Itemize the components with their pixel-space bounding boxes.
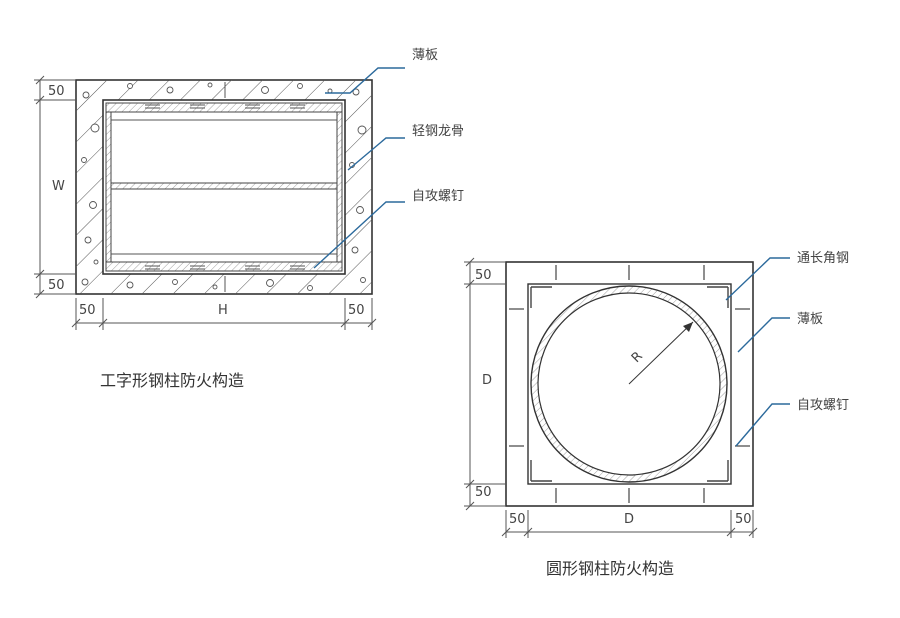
filler-dot xyxy=(126,281,134,289)
callout-light-steel-keel: 轻钢龙骨 xyxy=(412,124,464,139)
round-column-dimensions: 50 D 50 50 D 50 xyxy=(464,257,758,538)
round-dim-top: 50 xyxy=(475,268,492,283)
round-dim-d-bottom: D xyxy=(624,512,634,527)
i-column-filler-dots xyxy=(81,82,367,291)
filler-dot xyxy=(81,278,89,286)
filler-dot xyxy=(166,86,174,94)
filler-dot xyxy=(261,86,269,94)
filler-dot xyxy=(127,83,133,89)
round-column-caption: 圆形钢柱防火构造 xyxy=(546,559,674,578)
round-dim-b-right: 50 xyxy=(735,512,752,527)
callout-thin-board: 薄板 xyxy=(412,48,438,63)
filler-dot xyxy=(207,82,213,88)
i-column-caption: 工字形钢柱防火构造 xyxy=(100,371,244,390)
i-dim-bottom: 50 xyxy=(48,278,65,293)
i-dim-h: H xyxy=(218,303,228,318)
i-column-diagram: 50 W 50 50 H 50 薄板 轻钢龙骨 自攻螺钉 工字形钢柱防火构造 xyxy=(34,48,464,390)
i-column-screw-marks xyxy=(145,82,305,292)
filler-dot xyxy=(172,279,178,285)
round-column-screw-marks xyxy=(509,265,750,503)
filler-dot xyxy=(307,285,313,291)
filler-dot xyxy=(90,123,100,133)
round-dim-d-left: D xyxy=(482,373,492,388)
round-column-diagram: R 50 D 50 xyxy=(464,251,849,578)
filler-dot xyxy=(297,83,303,89)
filler-dot xyxy=(212,284,218,290)
i-column-board-bands xyxy=(76,80,372,294)
filler-dot xyxy=(352,88,360,96)
filler-dot xyxy=(84,236,92,244)
filler-dot xyxy=(360,277,366,283)
i-dim-b-left: 50 xyxy=(79,303,96,318)
filler-dot xyxy=(351,246,359,254)
round-column-callouts: 通长角钢 薄板 自攻螺钉 xyxy=(725,251,849,447)
i-dim-w: W xyxy=(52,179,65,194)
i-dim-b-right: 50 xyxy=(348,303,365,318)
i-column-callouts: 薄板 轻钢龙骨 自攻螺钉 xyxy=(313,48,464,269)
round-column-outer-board xyxy=(505,261,754,507)
filler-dot xyxy=(82,91,90,99)
filler-dot xyxy=(93,259,99,265)
i-column-steel-section xyxy=(105,102,343,272)
callout-self-tapping-screw: 自攻螺钉 xyxy=(412,189,464,204)
callout-self-tapping-screw-2: 自攻螺钉 xyxy=(797,398,849,413)
filler-dot xyxy=(357,125,367,135)
filler-dot xyxy=(89,201,97,209)
i-column-dimensions: 50 W 50 50 H 50 xyxy=(34,75,377,330)
filler-dot xyxy=(81,157,87,163)
round-dim-bottom: 50 xyxy=(475,485,492,500)
filler-dot xyxy=(356,206,364,214)
i-dim-top: 50 xyxy=(48,84,65,99)
callout-thin-board-2: 薄板 xyxy=(797,312,823,327)
callout-full-length-angle: 通长角钢 xyxy=(797,251,849,266)
round-dim-b-left: 50 xyxy=(509,512,526,527)
filler-dot xyxy=(266,279,274,287)
